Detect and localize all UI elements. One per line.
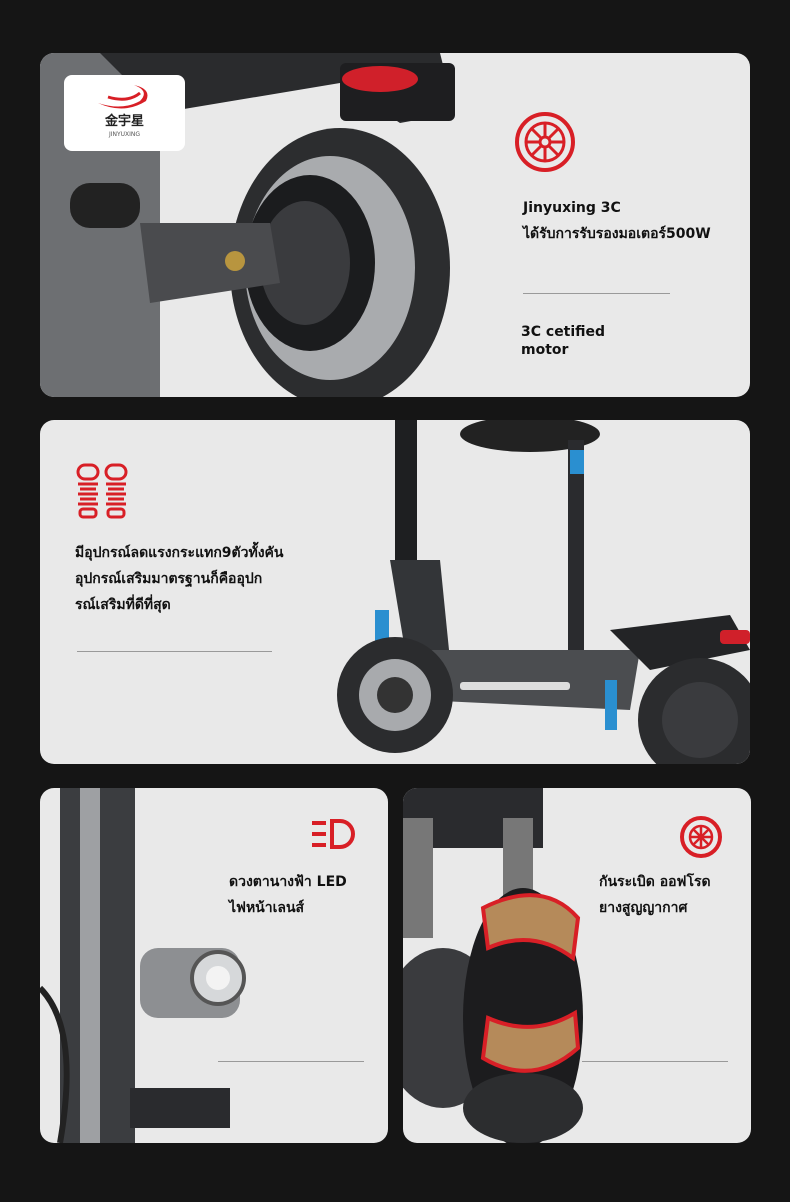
suspension-title: มีอุปกรณ์ลดแรงกระแทก9ตัวทั้งคัน อุปกรณ์เ…	[75, 540, 284, 618]
title-line: อุปกรณ์เสริมมาตรฐานก็คืออุปก	[75, 571, 263, 587]
divider	[523, 293, 670, 294]
title-line: กันระเบิด ออฟโรด	[599, 874, 711, 890]
title-line: ไฟหน้าเลนส์	[229, 900, 305, 916]
shock-absorber-icon	[76, 463, 128, 519]
headlight-feature-panel: ดวงตานางฟ้า LED ไฟหน้าเลนส์	[40, 788, 388, 1143]
tire-feature-panel: กันระเบิด ออฟโรด ยางสูญญากาศ	[403, 788, 751, 1143]
divider	[582, 1061, 728, 1062]
headlight-title: ดวงตานางฟ้า LED ไฟหน้าเลนส์	[229, 869, 347, 921]
title-line: Jinyuxing 3C	[523, 200, 621, 216]
title-line: มีอุปกรณ์ลดแรงกระแทก9ตัวทั้งคัน	[75, 545, 284, 561]
wheel-icon	[515, 112, 575, 172]
motor-title: Jinyuxing 3C ได้รับการรับรองมอเตอร์500W	[523, 195, 711, 247]
rear-wheel-motor-photo	[40, 53, 455, 397]
title-line: รณ์เสริมที่ดีที่สุด	[75, 597, 171, 613]
tire-icon	[680, 816, 722, 858]
title-line: ดวงตานางฟ้า LED	[229, 874, 347, 890]
title-line: ยางสูญญากาศ	[599, 900, 688, 916]
suspension-feature-panel: มีอุปกรณ์ลดแรงกระแทก9ตัวทั้งคัน อุปกรณ์เ…	[40, 420, 750, 764]
brand-logo: 金宇星 JINYUXING	[64, 75, 185, 151]
divider	[218, 1061, 364, 1062]
divider	[77, 651, 272, 652]
tire-photo	[403, 788, 583, 1143]
motor-caption: 3C cetified motor	[521, 323, 605, 359]
motor-feature-panel: 金宇星 JINYUXING Jinyuxing 3C ได้รับการรับร…	[40, 53, 750, 397]
title-line: ได้รับการรับรองมอเตอร์500W	[523, 226, 711, 242]
logo-swoosh-icon	[97, 85, 147, 109]
scooter-photo	[337, 420, 750, 764]
logo-text: 金宇星	[104, 114, 144, 129]
tire-title: กันระเบิด ออฟโรด ยางสูญญากาศ	[599, 869, 711, 921]
caption-line: motor	[521, 342, 569, 358]
logo-subtext: JINYUXING	[108, 131, 141, 138]
caption-line: 3C cetified	[521, 324, 606, 340]
headlight-icon	[312, 819, 355, 849]
headlight-photo	[40, 788, 246, 1143]
